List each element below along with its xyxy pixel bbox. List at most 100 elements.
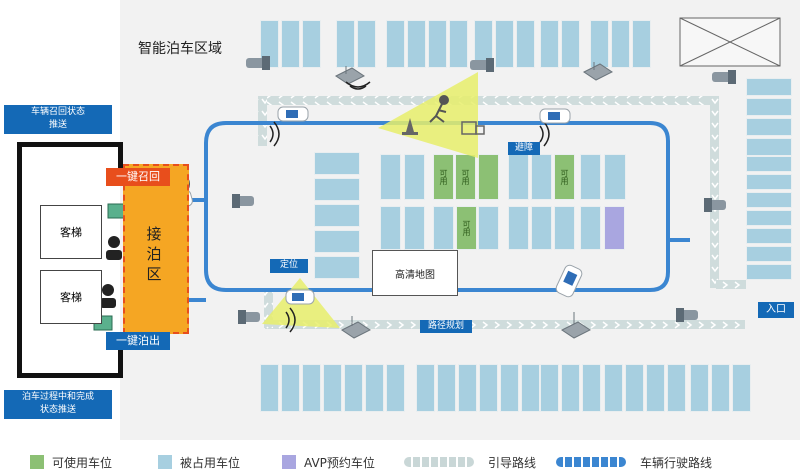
slot-occupied bbox=[611, 20, 630, 68]
slot-occupied bbox=[404, 206, 425, 250]
slot-occupied bbox=[561, 364, 580, 412]
slot-available: 可用 bbox=[554, 154, 575, 200]
one-click-park-button[interactable]: 一键泊出 bbox=[106, 332, 170, 350]
slot-occupied bbox=[746, 210, 792, 226]
guide-route bbox=[258, 96, 746, 329]
slot-occupied bbox=[646, 364, 665, 412]
router-icon bbox=[561, 312, 591, 339]
router-icon bbox=[341, 316, 371, 339]
building-outline bbox=[17, 142, 123, 378]
one-click-recall-button[interactable]: 一键召回 bbox=[106, 168, 170, 186]
elevator-box: 客梯 bbox=[40, 270, 102, 324]
slot-occupied bbox=[540, 364, 559, 412]
slot-available-label: 可用 bbox=[461, 169, 470, 185]
slot-occupied bbox=[746, 174, 792, 190]
pedestrian-icon bbox=[429, 95, 449, 123]
slot-occupied bbox=[302, 364, 321, 412]
slot-occupied bbox=[746, 228, 792, 244]
slot-occupied bbox=[732, 364, 751, 412]
slot-occupied bbox=[580, 154, 601, 200]
car-icon bbox=[555, 264, 583, 298]
slot-occupied bbox=[386, 20, 405, 68]
legend-swatch bbox=[282, 455, 296, 469]
building-right-wall-bottom bbox=[118, 348, 123, 378]
slot-occupied bbox=[314, 230, 360, 253]
legend-swatch bbox=[158, 455, 172, 469]
camera-icon bbox=[712, 70, 736, 84]
pickup-zone-label: 接 泊 区 bbox=[146, 225, 162, 283]
slot-occupied bbox=[314, 152, 360, 175]
slot-available-label: 可用 bbox=[462, 220, 471, 236]
parking-status-tag: 泊车过程中和完成 状态推送 bbox=[4, 390, 112, 419]
slot-occupied bbox=[314, 204, 360, 227]
page-title: 智能泊车区域 bbox=[138, 41, 222, 57]
slot-available-label: 可用 bbox=[560, 169, 569, 185]
slot-occupied bbox=[428, 20, 447, 68]
slot-occupied bbox=[582, 364, 601, 412]
slot-occupied bbox=[281, 364, 300, 412]
slot-occupied bbox=[407, 20, 426, 68]
legend-item: 可使用车位 bbox=[30, 452, 112, 472]
wifi-icon bbox=[285, 307, 296, 333]
recall-status-tag: 车辆召回状态 推送 bbox=[4, 105, 112, 134]
legend-label: 引导路线 bbox=[488, 455, 537, 470]
slot-occupied bbox=[357, 20, 376, 68]
slot-occupied bbox=[746, 138, 792, 156]
hd-map-label: 高清地图 bbox=[395, 269, 435, 281]
car-icon bbox=[277, 106, 309, 122]
legend-label: 车辆行驶路线 bbox=[640, 455, 713, 470]
slot-occupied bbox=[479, 364, 498, 412]
legend-item: 引导路线 bbox=[404, 452, 536, 472]
slot-occupied bbox=[711, 364, 730, 412]
slot-occupied bbox=[561, 20, 580, 68]
slot-occupied bbox=[302, 20, 321, 68]
slot-occupied bbox=[365, 364, 384, 412]
slot-occupied bbox=[380, 154, 401, 200]
slot-occupied bbox=[386, 364, 405, 412]
legend-label: 被占用车位 bbox=[180, 455, 241, 470]
slot-occupied bbox=[433, 206, 454, 250]
hd-map-box: 高清地图 bbox=[372, 250, 458, 296]
legend-swatch bbox=[30, 455, 44, 469]
legend-item: AVP预约车位 bbox=[282, 452, 375, 472]
slot-occupied bbox=[746, 78, 792, 96]
legend-label: AVP预约车位 bbox=[304, 455, 375, 470]
elevator-box: 客梯 bbox=[40, 205, 102, 259]
slot-occupied bbox=[344, 364, 363, 412]
building-right-wall-top bbox=[118, 142, 123, 172]
slot-occupied bbox=[478, 206, 499, 250]
slot-occupied bbox=[531, 206, 552, 250]
slot-occupied bbox=[437, 364, 456, 412]
legend-line bbox=[556, 457, 626, 467]
slot-occupied bbox=[323, 364, 342, 412]
camera-icon bbox=[704, 198, 726, 212]
entrance-tag: 入口 bbox=[758, 302, 794, 318]
camera-icon bbox=[246, 56, 270, 70]
wifi-icon bbox=[269, 121, 280, 147]
legend-label: 可使用车位 bbox=[52, 455, 113, 470]
cone-icon bbox=[402, 118, 418, 135]
slot-occupied bbox=[508, 206, 529, 250]
router-icon bbox=[583, 62, 613, 81]
slot-occupied bbox=[746, 98, 792, 116]
slot-available: 可用 bbox=[433, 154, 454, 200]
elevator-label: 客梯 bbox=[60, 226, 82, 239]
slot-occupied bbox=[516, 20, 535, 68]
slot-occupied bbox=[632, 20, 651, 68]
legend-line bbox=[404, 457, 474, 467]
slot-occupied bbox=[580, 206, 601, 250]
slot-occupied bbox=[554, 206, 575, 250]
car-icon bbox=[539, 108, 571, 124]
pickup-zone bbox=[123, 164, 189, 334]
slot-occupied bbox=[667, 364, 686, 412]
slot-occupied bbox=[604, 154, 626, 200]
elevator-label: 客梯 bbox=[60, 291, 82, 304]
car-icon bbox=[285, 289, 315, 305]
slot-occupied bbox=[458, 364, 477, 412]
slot-occupied bbox=[314, 178, 360, 201]
slot-occupied bbox=[746, 192, 792, 208]
slot-occupied bbox=[314, 256, 360, 279]
locate-tag: 定位 bbox=[270, 259, 308, 273]
